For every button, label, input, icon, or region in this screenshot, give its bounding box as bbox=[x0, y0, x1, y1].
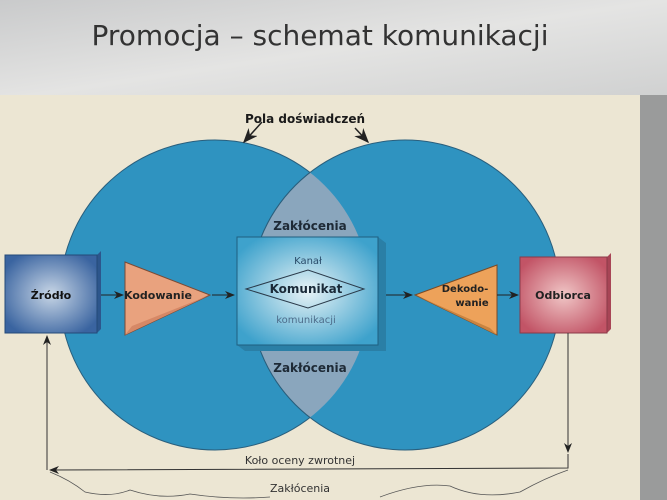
channel-label-bottom: komunikacji bbox=[276, 315, 336, 326]
slide-title: Promocja – schemat komunikacji bbox=[92, 19, 549, 52]
fields-label: Pola doświadczeń bbox=[245, 112, 365, 126]
encoding-shadow bbox=[125, 295, 210, 335]
source-label: Źródło bbox=[31, 289, 72, 302]
slide-header-bg bbox=[0, 0, 667, 100]
source-box bbox=[4, 254, 98, 334]
decoding-shadow bbox=[415, 295, 497, 335]
panel-edge bbox=[640, 95, 667, 500]
decoding-label-2: wanie bbox=[455, 298, 489, 309]
receiver-box bbox=[519, 256, 608, 334]
message-diamond bbox=[244, 269, 366, 309]
decoding-label-1: Dekodo- bbox=[442, 284, 489, 295]
encoding-label: Kodowanie bbox=[124, 289, 192, 302]
noise-bottom-label: Zakłócenia bbox=[273, 361, 346, 375]
noise-feedback-label: Zakłócenia bbox=[270, 482, 330, 495]
message-label: Komunikat bbox=[270, 282, 343, 296]
fields-arrow-left bbox=[242, 121, 263, 144]
fields-arrow-right bbox=[354, 127, 370, 144]
receiver-label: Odbiorca bbox=[535, 289, 591, 302]
noise-wave bbox=[49, 469, 569, 499]
channel-box bbox=[236, 236, 379, 346]
feedback-line bbox=[49, 454, 569, 474]
channel-label-top: Kanał bbox=[294, 256, 322, 267]
noise-top-label: Zakłócenia bbox=[273, 219, 346, 233]
feedback-label: Koło oceny zwrotnej bbox=[245, 454, 355, 467]
